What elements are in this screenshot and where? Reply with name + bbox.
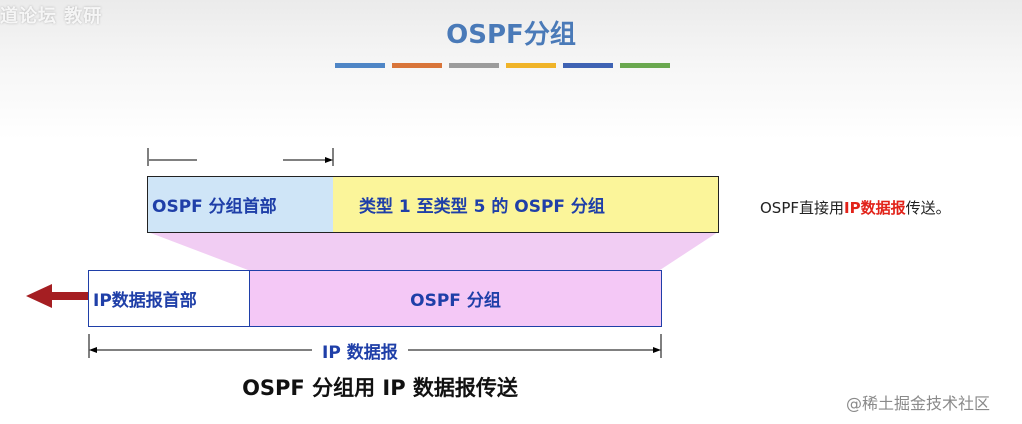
ospf-header-label: OSPF 分组首部 [152,197,277,217]
transport-note: OSPF直接用IP数据报传送。 [760,197,951,218]
watermark-top: 道论坛 教研 [0,6,103,27]
color-bar-6 [620,63,670,68]
ospf-body-box: 类型 1 至类型 5 的 OSPF 分组 [333,176,719,233]
ip-payload-box: OSPF 分组 [249,270,662,327]
note-prefix: OSPF直接用 [760,199,845,217]
color-bar-1 [335,63,385,68]
ip-span-right-arrowhead [653,347,661,353]
ip-payload-label: OSPF 分组 [410,291,501,311]
color-bar-4 [506,63,556,68]
slide-title: OSPF分组 [446,20,576,50]
ip-arrow-head [26,284,52,308]
diagram-caption: OSPF 分组用 IP 数据报传送 [242,376,518,400]
color-bar-5 [563,63,613,68]
ip-datagram-label: IP 数据报 [322,342,398,363]
color-bar-3 [449,63,499,68]
encapsulation-mapping [148,232,718,270]
ip-span-left-arrowhead [89,347,97,353]
ip-header-label: IP数据报首部 [93,291,197,311]
ospf-header-box: OSPF 分组首部 [147,176,334,233]
ip-header-box: IP数据报首部 [88,270,250,327]
ip-datagram-label-box: IP 数据报 [312,336,408,364]
note-suffix: 传送。 [905,199,951,217]
ospf-body-label: 类型 1 至类型 5 的 OSPF 分组 [359,197,605,217]
ip-arrow-shaft [48,292,88,300]
watermark-bottom: @稀土掘金技术社区 [846,394,991,413]
note-emphasis: IP数据报 [844,199,906,217]
color-bar-2 [392,63,442,68]
ospf-header-span-arrowhead [325,157,333,163]
